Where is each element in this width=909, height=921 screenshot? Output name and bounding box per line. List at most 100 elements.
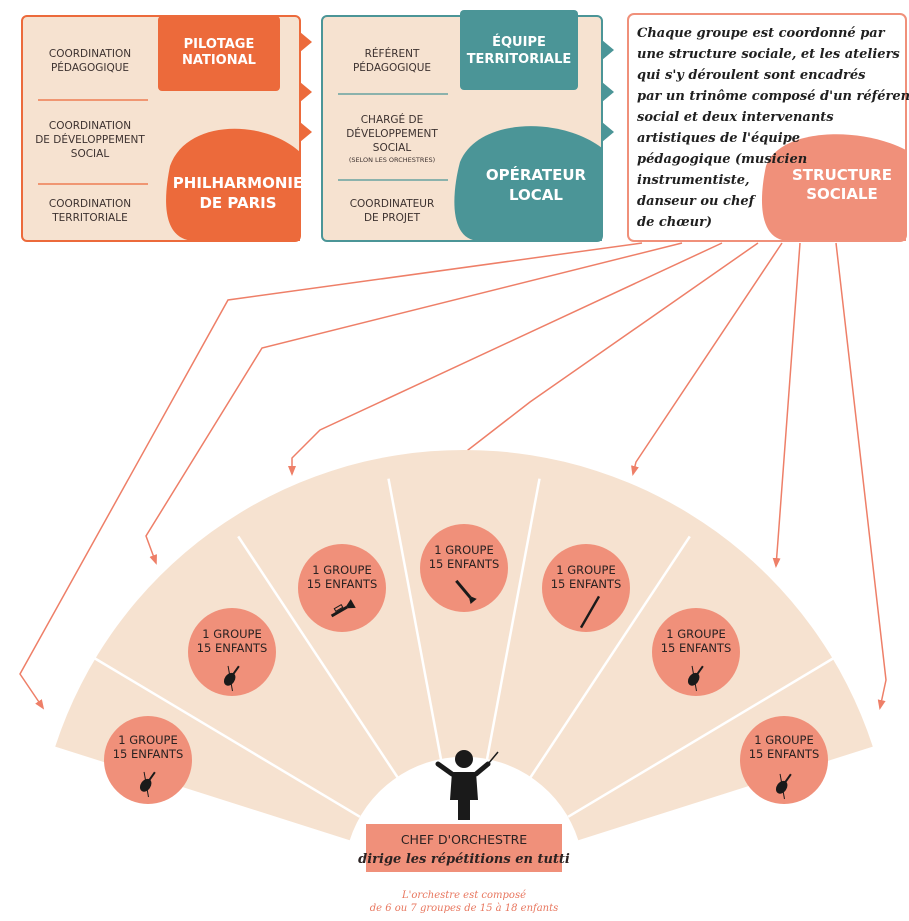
- pilotage-line-1: PILOTAGE: [184, 37, 255, 52]
- philharmonie-box: PILOTAGE NATIONAL PHILHARMONIE DE PARIS …: [21, 15, 312, 242]
- group-7-line-1: 1 GROUPE: [754, 733, 814, 747]
- group-5-line-1: 1 GROUPE: [556, 563, 616, 577]
- pilotage-line-2: NATIONAL: [182, 53, 256, 68]
- violin-icon: [687, 665, 704, 692]
- structure-description-line-5: social et deux intervenants: [637, 110, 834, 125]
- connector-tab: [602, 122, 614, 142]
- structure-description-line-1: Chaque groupe est coordonné par: [637, 26, 886, 41]
- structure-description-line-7: pédagogique (musicien: [637, 152, 807, 167]
- fan-divider: [91, 655, 361, 818]
- role-coordination-social-line-2: DE DÉVELOPPEMENT: [35, 133, 145, 146]
- footnote-line-2: de 6 ou 7 groupes de 15 à 18 enfants: [370, 903, 559, 914]
- arrow-to-group-7: [835, 242, 887, 710]
- group-5: 1 GROUPE 15 ENFANTS: [542, 544, 630, 632]
- group-5-line-2: 15 ENFANTS: [551, 577, 622, 591]
- conductor-icon: [435, 750, 499, 820]
- connector-tab: [300, 82, 312, 102]
- arrow-to-group-6: [772, 242, 801, 568]
- role-charge-line-2: DÉVELOPPEMENT: [346, 127, 438, 140]
- trumpet-icon: [330, 599, 356, 618]
- role-referent-line-1: RÉFÉRENT: [365, 47, 420, 60]
- group-4-line-1: 1 GROUPE: [434, 543, 494, 557]
- group-4: 1 GROUPE 15 ENFANTS: [420, 524, 508, 612]
- group-1: 1 GROUPE 15 ENFANTS: [104, 716, 192, 804]
- fan-divider: [237, 535, 404, 786]
- structure-description-line-10: de chœur): [637, 215, 712, 230]
- fan-divider: [567, 655, 837, 818]
- structure-description-line-9: danseur ou chef: [637, 194, 757, 209]
- operateur-box: ÉQUIPE TERRITORIALE OPÉRATEUR LOCAL RÉFÉ…: [321, 10, 614, 242]
- violin-icon: [139, 771, 156, 798]
- philharmonie-name-line-1: PHILHARMONIE: [173, 174, 303, 192]
- group-1-line-2: 15 ENFANTS: [113, 747, 184, 761]
- group-4-line-2: 15 ENFANTS: [429, 557, 500, 571]
- role-coordination-territoriale-line-2: TERRITORIALE: [51, 212, 127, 224]
- arrow-to-group-2: [145, 242, 683, 565]
- structure-description-line-3: qui s'y déroulent sont encadrés: [637, 68, 866, 83]
- fan-divider: [387, 478, 446, 775]
- group-3-line-2: 15 ENFANTS: [307, 577, 378, 591]
- structure-description-line-4: par un trinôme composé d'un référent: [637, 89, 909, 104]
- role-charge-note: (SELON LES ORCHESTRES): [349, 156, 435, 164]
- operateur-name-line-2: LOCAL: [509, 186, 563, 204]
- arrows: [19, 242, 887, 710]
- group-3-line-1: 1 GROUPE: [312, 563, 372, 577]
- group-6-line-1: 1 GROUPE: [666, 627, 726, 641]
- role-coordination-pedagogique-line-1: COORDINATION: [49, 48, 131, 60]
- equipe-line-2: TERRITORIALE: [467, 52, 572, 67]
- violin-icon: [775, 773, 792, 800]
- equipe-line-1: ÉQUIPE: [492, 34, 546, 50]
- role-charge-line-1: CHARGÉ DE: [361, 113, 424, 126]
- arrow-to-group-5: [631, 242, 783, 476]
- structure-description-line-2: une structure sociale, et les ateliers: [637, 47, 900, 62]
- group-1-line-1: 1 GROUPE: [118, 733, 178, 747]
- orchestra-fan: 1 GROUPE 15 ENFANTS 1 GROUPE 15 ENFANTS …: [55, 449, 873, 841]
- connector-tab: [300, 122, 312, 142]
- violin-icon: [223, 665, 240, 692]
- philharmonie-name-line-2: DE PARIS: [199, 194, 276, 212]
- role-coordination-social-line-1: COORDINATION: [49, 120, 131, 132]
- connector-tab: [602, 40, 614, 60]
- connector-tab: [602, 82, 614, 102]
- arrow-to-group-1: [19, 242, 643, 710]
- chef-subtitle: dirige les répétitions en tutti: [358, 852, 570, 867]
- group-6-line-2: 15 ENFANTS: [661, 641, 732, 655]
- clarinet-icon: [455, 579, 477, 605]
- role-coordinateur-line-1: COORDINATEUR: [350, 198, 435, 210]
- role-charge-line-3: SOCIAL: [373, 142, 412, 154]
- group-2-line-2: 15 ENFANTS: [197, 641, 268, 655]
- role-coordination-pedagogique-line-2: PÉDAGOGIQUE: [51, 61, 129, 74]
- fan-divider: [482, 478, 541, 775]
- chef-label: CHEF D'ORCHESTRE dirige les répétitions …: [358, 824, 570, 872]
- structure-sociale-badge: [761, 134, 906, 241]
- flute-icon: [579, 595, 601, 629]
- role-coordinateur-line-2: DE PROJET: [364, 212, 421, 224]
- group-6: 1 GROUPE 15 ENFANTS: [652, 608, 740, 696]
- group-2-line-1: 1 GROUPE: [202, 627, 262, 641]
- connector-tab: [300, 32, 312, 52]
- group-7: 1 GROUPE 15 ENFANTS: [740, 716, 828, 804]
- operateur-badge: [454, 126, 602, 241]
- structure-name-line-2: SOCIALE: [806, 185, 878, 203]
- chef-title: CHEF D'ORCHESTRE: [401, 832, 527, 847]
- philharmonie-badge: [166, 128, 300, 241]
- arrow-to-group-3: [288, 242, 723, 476]
- arrow-to-group-4: [464, 242, 759, 464]
- equipe-header: [460, 10, 578, 90]
- structure-description-line-8: instrumentiste,: [637, 173, 750, 188]
- pilotage-header: [158, 16, 280, 91]
- structure-sociale-box: STRUCTURE SOCIALE Chaque groupe est coor…: [627, 13, 909, 242]
- role-coordination-social-line-3: SOCIAL: [71, 148, 110, 160]
- footnote-line-1: L'orchestre est composé: [401, 890, 526, 901]
- group-2: 1 GROUPE 15 ENFANTS: [188, 608, 276, 696]
- role-coordination-territoriale-line-1: COORDINATION: [49, 198, 131, 210]
- structure-name-line-1: STRUCTURE: [792, 166, 892, 184]
- structure-description-line-6: artistiques de l'équipe: [637, 131, 800, 146]
- role-referent-line-2: PÉDAGOGIQUE: [353, 61, 431, 74]
- group-3: 1 GROUPE 15 ENFANTS: [298, 544, 386, 632]
- group-7-line-2: 15 ENFANTS: [749, 747, 820, 761]
- operateur-name-line-1: OPÉRATEUR: [486, 165, 587, 184]
- fan-divider: [524, 535, 691, 786]
